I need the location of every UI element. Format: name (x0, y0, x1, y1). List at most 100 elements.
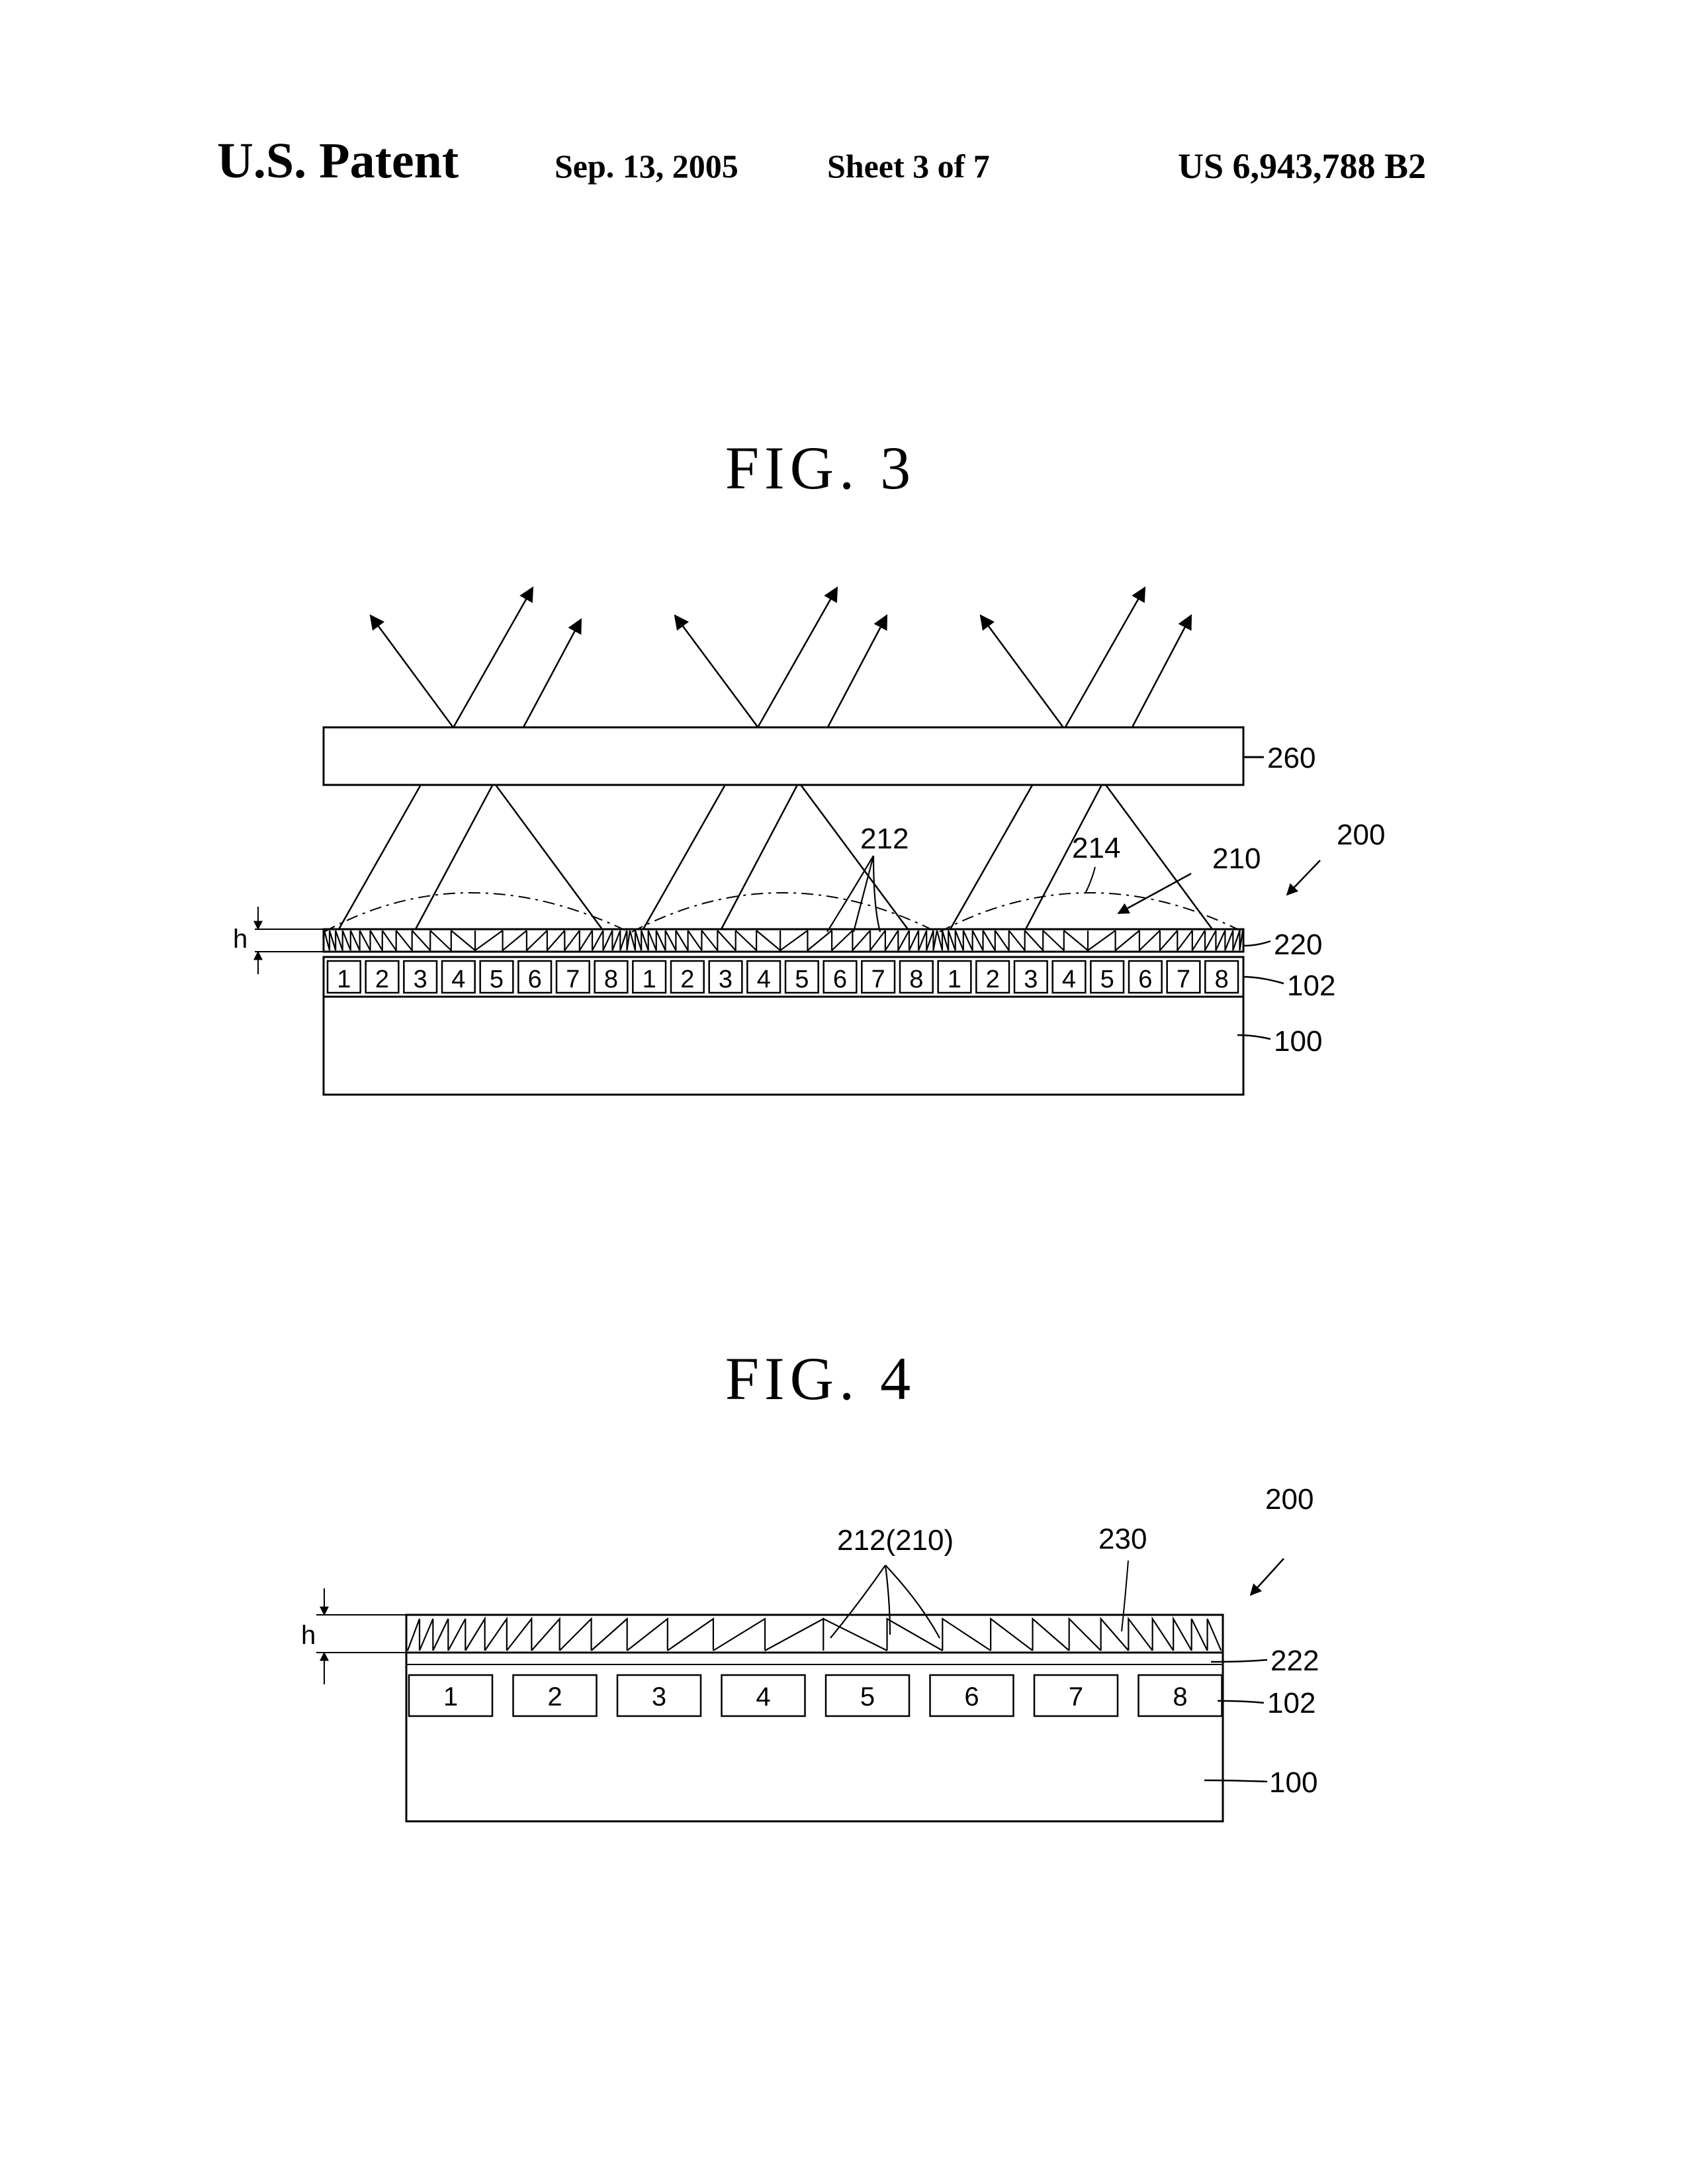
fig3-cell (517, 960, 553, 994)
fig3-diffraction-pattern (323, 930, 1244, 954)
fig4-cell-labels: 1 2 3 4 5 6 7 8 (443, 1682, 1188, 1711)
fig3-cell-number: 8 (909, 966, 923, 993)
fig4-title: FIG. 4 (725, 1345, 916, 1412)
label-212: 212 (860, 823, 909, 855)
fig3-sawtooth (323, 930, 1244, 954)
substrate-100-fig4 (405, 1651, 1224, 1823)
fig4-labels: 200 212(210) 230 222 102 100 h (301, 1483, 1319, 1799)
fig3-cell-number: 6 (1138, 966, 1152, 993)
fig4-cells (408, 1674, 1223, 1717)
fig4-cell-number: 7 (1069, 1682, 1083, 1711)
publication-label: U.S. Patent (217, 133, 459, 189)
fig3-title: FIG. 3 (725, 434, 916, 502)
fig3-cell (1051, 960, 1087, 994)
fig3-cell-number: 2 (375, 966, 389, 993)
label-100-fig4: 100 (1269, 1766, 1317, 1799)
fig3-cell-number: 4 (1062, 966, 1076, 993)
fig3-cell-number: 5 (490, 966, 504, 993)
layer-260 (322, 726, 1245, 786)
label-212-210: 212(210) (837, 1524, 954, 1557)
fig3-cell (708, 960, 743, 994)
sheet-number: Sheet 3 of 7 (827, 148, 990, 185)
fig3-cell (1090, 960, 1125, 994)
label-200: 200 (1337, 819, 1385, 851)
fig3-cell (899, 960, 934, 994)
fig3-cell (594, 960, 629, 994)
fig3-cell-number: 6 (528, 966, 542, 993)
fig3-cell-number: 1 (643, 966, 656, 993)
fig3-drawing (253, 586, 1321, 1096)
fig3-cell-number: 7 (871, 966, 885, 993)
fig3-cell (746, 960, 781, 994)
fig3-cell (1166, 960, 1201, 994)
fig3-cell (1013, 960, 1048, 994)
label-h-fig4: h (301, 1621, 316, 1650)
label-102: 102 (1287, 970, 1335, 1002)
fig4-cell (512, 1674, 598, 1717)
label-260: 260 (1267, 742, 1315, 774)
fig4-diffraction-pattern (406, 1615, 1222, 1651)
fig3-cell-number: 1 (337, 966, 351, 993)
substrate-100 (322, 995, 1245, 1096)
publication-date: Sep. 13, 2005 (555, 148, 738, 185)
fig3-cell-number: 4 (757, 966, 771, 993)
fig3-cell-number: 8 (604, 966, 618, 993)
fig4-cell (1033, 1674, 1119, 1717)
label-102-fig4: 102 (1267, 1687, 1315, 1719)
fig4-cell (616, 1674, 702, 1717)
fig3-cell-number: 8 (1215, 966, 1229, 993)
fig3-cell (1204, 960, 1239, 994)
fig3-cell (784, 960, 819, 994)
label-220: 220 (1274, 929, 1322, 961)
fig4-cell-number: 8 (1173, 1682, 1187, 1711)
fig3-cell (326, 960, 361, 994)
label-100: 100 (1274, 1025, 1322, 1058)
fig3-cell-number: 5 (1100, 966, 1114, 993)
label-230: 230 (1098, 1523, 1147, 1555)
fig4-cell (929, 1674, 1014, 1717)
fig3-cell (479, 960, 514, 994)
fig3-cell (823, 960, 858, 994)
fig4-cell (721, 1674, 806, 1717)
fig4-cell-number: 5 (860, 1682, 875, 1711)
fig3-cell-number: 5 (795, 966, 809, 993)
fig3-cell-number: 3 (719, 966, 733, 993)
fig3-cell (937, 960, 972, 994)
fig3-cell-number: 2 (680, 966, 694, 993)
fig3-cell-number: 3 (414, 966, 427, 993)
fig3-cell (975, 960, 1010, 994)
fig3-cell-number: 1 (948, 966, 961, 993)
fig3-cell-number: 7 (1177, 966, 1190, 993)
fig3-cell (555, 960, 590, 994)
patent-number: US 6,943,788 B2 (1178, 146, 1427, 186)
fig3-labels: 260 212 214 210 200 220 102 100 h (233, 742, 1385, 1058)
fig3-cell (861, 960, 896, 994)
layer-220 (322, 928, 1245, 953)
label-222: 222 (1270, 1645, 1319, 1677)
fig4-cell-number: 6 (964, 1682, 979, 1711)
fig3-cell-number: 2 (986, 966, 1000, 993)
label-210: 210 (1212, 842, 1261, 875)
fig4-cell (825, 1674, 911, 1717)
fig3-cell (1128, 960, 1163, 994)
fig4-cell-number: 2 (547, 1682, 562, 1711)
fig3-cell-number: 3 (1024, 966, 1038, 993)
fig3-cells (326, 960, 1239, 994)
fig4-cell (408, 1674, 494, 1717)
fig3-cell (670, 960, 705, 994)
fig4-drawing (316, 1558, 1284, 1823)
label-214: 214 (1072, 832, 1120, 864)
fig4-cell-number: 3 (652, 1682, 666, 1711)
fig3-cell-number: 4 (451, 966, 465, 993)
fig4-sawtooth (406, 1615, 1222, 1651)
fig3-lens-profile (324, 892, 1243, 933)
fig4-cell-number: 4 (756, 1682, 770, 1711)
fig3-cell (632, 960, 667, 994)
fig4-cell-number: 1 (443, 1682, 458, 1711)
fig3-cell-number: 6 (833, 966, 847, 993)
fig3-cell (365, 960, 400, 994)
label-200-fig4: 200 (1265, 1483, 1314, 1516)
fig3-cell-number: 7 (566, 966, 580, 993)
